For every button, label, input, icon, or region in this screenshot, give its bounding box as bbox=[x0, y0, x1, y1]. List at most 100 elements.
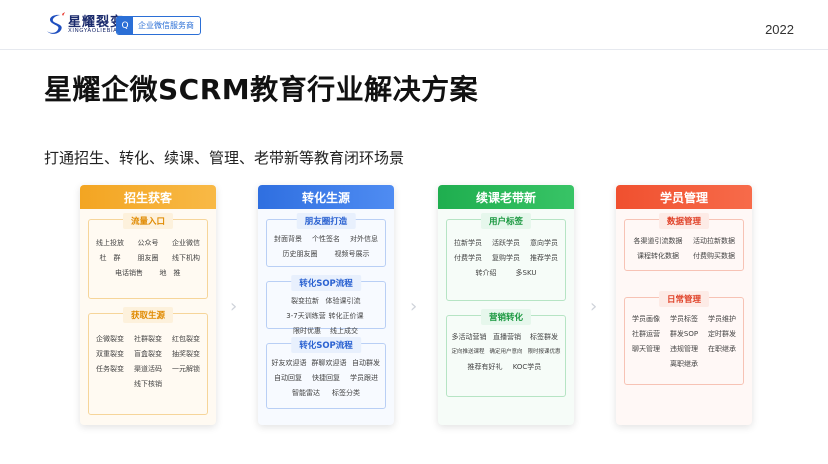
card-enrollment: 招生获客 流量入口 线上投放 公众号 企业微信 杜 群 朋友圈 线下机构 电话销… bbox=[80, 185, 216, 425]
logo-subtext: XINGYAOLIEBIAN bbox=[68, 28, 123, 34]
service-provider-badge: Q 企业微信服务商 bbox=[116, 16, 201, 35]
group-title: 数据管理 bbox=[658, 213, 710, 229]
list-item: 3-7天训练营 bbox=[286, 312, 326, 320]
list-item: 一元解锁 bbox=[172, 365, 200, 373]
list-item: 朋友圈 bbox=[137, 254, 159, 262]
list-item: 线上成交 bbox=[330, 327, 358, 335]
group-acquire-students: 获取生源 企微裂变 社群裂变 红包裂变 双重裂变 盲盒裂变 抽奖裂变 任务裂变 … bbox=[88, 307, 208, 415]
group-sop-1: 转化SOP流程 裂变拉新 体验课引流 3-7天训练营 转化正价课 限时优惠 线上… bbox=[266, 275, 386, 335]
list-item: 定向推送课程 bbox=[451, 349, 485, 355]
group-user-tags: 用户标签 拉新学员 活跃学员 意向学员 付费学员 复购学员 推荐学员 转介绍 多… bbox=[446, 213, 566, 301]
group-title: 转化SOP流程 bbox=[291, 337, 361, 353]
list-item: 杜 群 bbox=[99, 254, 121, 262]
list-item: 自动群发 bbox=[352, 359, 380, 367]
list-item: 多SKU bbox=[515, 269, 537, 277]
list-item: 任务裂变 bbox=[96, 365, 124, 373]
list-item: 活动拉新数据 bbox=[693, 237, 735, 245]
list-item: 社群裂变 bbox=[134, 335, 162, 343]
list-item: 学员画像 bbox=[632, 315, 660, 323]
page-subtitle: 打通招生、转化、续课、管理、老带新等教育闭环场景 bbox=[44, 149, 405, 167]
card-header: 转化生源 bbox=[258, 185, 394, 209]
list-item: 电话销售 bbox=[115, 269, 143, 277]
list-item: 付费购买数据 bbox=[693, 252, 735, 260]
badge-label: 企业微信服务商 bbox=[138, 21, 194, 30]
list-item: 群聊欢迎语 bbox=[311, 359, 347, 367]
card-header: 招生获客 bbox=[80, 185, 216, 209]
list-item: 封面背景 bbox=[274, 235, 302, 243]
list-item: 转化正价课 bbox=[328, 312, 364, 320]
header-divider bbox=[0, 49, 828, 50]
page-title: 星耀企微SCRM教育行业解决方案 bbox=[44, 73, 479, 106]
list-item: 双重裂变 bbox=[96, 350, 124, 358]
group-title: 日常管理 bbox=[658, 291, 710, 307]
list-item: 群发SOP bbox=[669, 330, 699, 338]
card-renewal-referral: 续课老带新 用户标签 拉新学员 活跃学员 意向学员 付费学员 复购学员 推荐学员… bbox=[438, 185, 574, 425]
list-item: 抽奖裂变 bbox=[172, 350, 200, 358]
list-item: 各渠道引流数据 bbox=[633, 237, 683, 245]
group-marketing-conversion: 营销转化 多活动营销 直播营销 标签群发 定向推送课程 确定用户意向 限时报课优… bbox=[446, 309, 566, 397]
list-item: 直播营销 bbox=[493, 333, 521, 341]
list-item: 转介绍 bbox=[475, 269, 497, 277]
list-item: 企业微信 bbox=[172, 239, 200, 247]
list-item: 个性签名 bbox=[312, 235, 340, 243]
wecom-icon: Q bbox=[117, 17, 133, 34]
list-item: 企微裂变 bbox=[96, 335, 124, 343]
list-item: 复购学员 bbox=[492, 254, 520, 262]
list-item: 好友欢迎语 bbox=[271, 359, 307, 367]
list-item: 活跃学员 bbox=[492, 239, 520, 247]
chevron-right-icon: › bbox=[590, 296, 598, 317]
list-item: 在职继承 bbox=[708, 345, 736, 353]
list-item: 聊天管理 bbox=[632, 345, 660, 353]
group-title: 转化SOP流程 bbox=[291, 275, 361, 291]
list-item: 智能雷达 bbox=[292, 389, 320, 397]
list-item: 标签群发 bbox=[530, 333, 558, 341]
list-item: 定时群发 bbox=[708, 330, 736, 338]
list-item: 离职继承 bbox=[670, 360, 698, 368]
list-item: 限时报课优惠 bbox=[527, 349, 561, 355]
group-moments: 朋友圈打造 封面背景 个性签名 对外信息 历史朋友圈 视频号展示 bbox=[266, 213, 386, 267]
chevron-right-icon: › bbox=[230, 296, 238, 317]
list-item: 学员标签 bbox=[670, 315, 698, 323]
list-item: 渠道活码 bbox=[134, 365, 162, 373]
list-item: 视频号展示 bbox=[334, 250, 370, 258]
list-item: 多活动营销 bbox=[451, 333, 487, 341]
card-student-management: 学员管理 数据管理 各渠道引流数据 活动拉新数据 课程转化数据 付费购买数据 日… bbox=[616, 185, 752, 425]
list-item: 标签分类 bbox=[332, 389, 360, 397]
list-item: 自动回复 bbox=[274, 374, 302, 382]
list-item: 课程转化数据 bbox=[637, 252, 679, 260]
logo-text: 星耀裂变 bbox=[68, 15, 125, 30]
header-bar: 星耀裂变 XINGYAOLIEBIAN Q 企业微信服务商 2022 bbox=[0, 0, 828, 52]
year-label: 2022 bbox=[765, 22, 794, 37]
group-sop-2: 转化SOP流程 好友欢迎语 群聊欢迎语 自动群发 自动回复 快捷回复 学员跟进 … bbox=[266, 337, 386, 409]
list-item: 地 推 bbox=[159, 269, 181, 277]
card-header: 学员管理 bbox=[616, 185, 752, 209]
list-item: 体验课引流 bbox=[325, 297, 361, 305]
card-header: 续课老带新 bbox=[438, 185, 574, 209]
list-item: 线下核销 bbox=[134, 380, 162, 388]
group-title: 用户标签 bbox=[480, 213, 532, 229]
list-item: 红包裂变 bbox=[172, 335, 200, 343]
group-traffic-entry: 流量入口 线上投放 公众号 企业微信 杜 群 朋友圈 线下机构 电话销售 地 推 bbox=[88, 213, 208, 299]
list-item: 快捷回复 bbox=[312, 374, 340, 382]
list-item: 违规管理 bbox=[670, 345, 698, 353]
list-item: 公众号 bbox=[137, 239, 159, 247]
list-item: 社群运营 bbox=[632, 330, 660, 338]
list-item: 拉新学员 bbox=[454, 239, 482, 247]
group-title: 流量入口 bbox=[122, 213, 174, 229]
group-title: 朋友圈打造 bbox=[296, 213, 356, 229]
list-item: 推荐有好礼 bbox=[467, 363, 503, 371]
group-title: 获取生源 bbox=[122, 307, 174, 323]
list-item: 线上投放 bbox=[96, 239, 124, 247]
group-daily-management: 日常管理 学员画像 学员标签 学员维护 社群运营 群发SOP 定时群发 聊天管理… bbox=[624, 291, 744, 385]
list-item: 学员跟进 bbox=[350, 374, 378, 382]
list-item: KOC学员 bbox=[512, 363, 542, 371]
logo-swirl-icon bbox=[47, 12, 65, 34]
list-item: 推荐学员 bbox=[530, 254, 558, 262]
group-title: 营销转化 bbox=[480, 309, 532, 325]
list-item: 历史朋友圈 bbox=[282, 250, 318, 258]
list-item: 对外信息 bbox=[350, 235, 378, 243]
list-item: 裂变拉新 bbox=[291, 297, 319, 305]
list-item: 线下机构 bbox=[172, 254, 200, 262]
list-item: 限时优惠 bbox=[293, 327, 321, 335]
list-item: 付费学员 bbox=[454, 254, 482, 262]
